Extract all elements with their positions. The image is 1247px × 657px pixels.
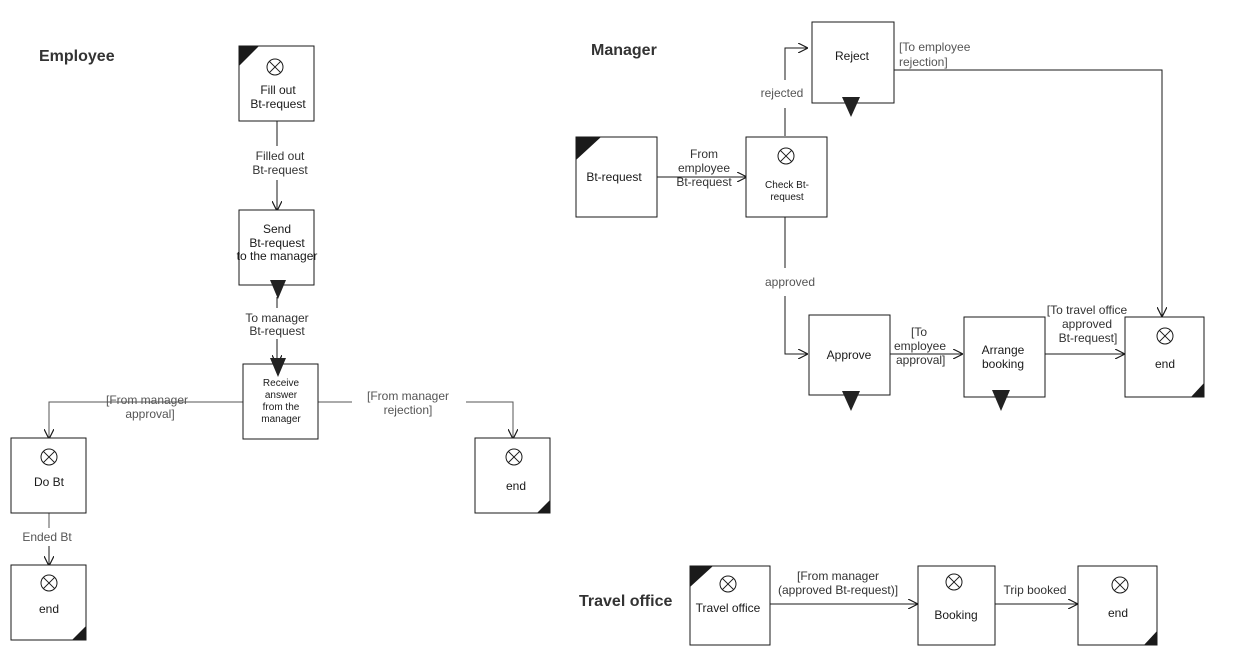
lane-title-employee: Employee (39, 48, 115, 65)
edge-label-to-travel-office: [To travel office approved Bt-request] (1047, 303, 1128, 345)
xor-icon (40, 448, 58, 466)
node-label: answer (265, 390, 298, 401)
lane-title-manager: Manager (591, 42, 657, 59)
edge-label-from-manager-approval: [From manager approval] (106, 393, 188, 421)
edge-label-text: approval] (896, 353, 945, 367)
employee-connectors (49, 121, 513, 565)
edge-label-text: Bt-request (249, 324, 305, 338)
lane-title-travel-office: Travel office (579, 593, 672, 610)
node-label: Do Bt (34, 475, 65, 489)
edge-label-text: [To employee (899, 40, 971, 54)
edge-label-from-manager-rejection: [From manager rejection] (367, 389, 449, 417)
node-manager-end[interactable]: end (1124, 316, 1205, 398)
edge-label-text: Trip booked (1004, 583, 1067, 597)
node-label: Bt-request (249, 236, 305, 250)
node-label: Fill out (260, 83, 296, 97)
send-event-icon (842, 97, 860, 117)
send-event-icon (842, 391, 860, 411)
node-label: from the (263, 402, 300, 413)
edge-label-text: [To travel office (1047, 303, 1128, 317)
node-label: Booking (934, 608, 977, 622)
edge-label-from-employee: From employee Bt-request (676, 147, 732, 189)
node-label: Approve (827, 348, 872, 362)
send-event-icon (270, 280, 286, 299)
node-label: Receive (263, 378, 300, 389)
edge-label-text: Bt-request (252, 163, 308, 177)
node-label: manager (261, 414, 301, 425)
edge-label-text: approval] (125, 407, 174, 421)
edge-label-text: rejection] (384, 403, 433, 417)
edge-label-from-manager-approved: [From manager (approved Bt-request)] (778, 569, 898, 597)
xor-icon (945, 573, 963, 591)
node-employee-end-right[interactable]: end (474, 437, 551, 514)
node-label: request (770, 192, 804, 203)
node-label: end (1108, 606, 1128, 620)
node-label: Send (263, 222, 291, 236)
edge-label-approved: approved (765, 275, 815, 289)
edge-label-text: [From manager (797, 569, 879, 583)
send-event-icon (992, 390, 1010, 411)
node-receive-answer[interactable]: Receive answer from the manager (242, 358, 319, 440)
edge-label-text: [From manager (367, 389, 449, 403)
node-approve[interactable]: Approve (808, 314, 891, 411)
receive-event-icon (270, 358, 286, 377)
node-label: Bt-request (250, 97, 306, 111)
node-label: Bt-request (586, 170, 642, 184)
xor-icon (719, 575, 737, 593)
edge-label-text: Bt-request (676, 175, 732, 189)
edge-label-text: employee (678, 161, 730, 175)
edge-label-text: [From manager (106, 393, 188, 407)
xor-icon (777, 147, 795, 165)
node-label: Arrange (982, 343, 1025, 357)
edge-label-to-employee-approval: [To employee approval] (894, 325, 946, 367)
node-employee-end-left[interactable]: end (10, 564, 87, 641)
node-manager-bt-request[interactable]: Bt-request (575, 136, 658, 218)
edge-label-text: Bt-request] (1059, 331, 1118, 345)
xor-icon (1111, 576, 1129, 594)
edge-label-text: Ended Bt (22, 530, 72, 544)
node-reject[interactable]: Reject (811, 21, 895, 117)
node-travel-office-end[interactable]: end (1077, 565, 1158, 646)
node-travel-office[interactable]: Travel office (689, 565, 771, 646)
edge-label-text: rejected (761, 86, 804, 100)
edge-label-ended-bt: Ended Bt (22, 530, 72, 544)
manager-connectors (657, 48, 1162, 354)
edge-label-text: (approved Bt-request)] (778, 583, 898, 597)
xor-icon (40, 574, 58, 592)
node-send[interactable]: Send Bt-request to the manager (237, 209, 318, 299)
edge-label-to-manager: To manager Bt-request (245, 311, 308, 338)
edge-label-text: To manager (245, 311, 308, 325)
node-label: booking (982, 357, 1024, 371)
node-label: Check Bt- (765, 180, 809, 191)
xor-icon (1156, 327, 1174, 345)
edge-label-text: From (690, 147, 718, 161)
node-label: end (1155, 357, 1175, 371)
node-fill-out[interactable]: Fill out Bt-request (238, 45, 315, 122)
edge-label-trip-booked: Trip booked (1004, 583, 1067, 597)
node-label: end (39, 602, 59, 616)
edge-label-to-employee-rejection: [To employee rejection] (899, 40, 971, 69)
xor-icon (505, 448, 523, 466)
edge-label-rejected: rejected (761, 86, 804, 100)
edge-label-text: rejection] (899, 55, 948, 69)
edge-label-filled-out: Filled out Bt-request (252, 149, 308, 177)
node-check-bt-request[interactable]: Check Bt- request (745, 136, 828, 218)
edge-label-text: [To (911, 325, 927, 339)
edge-label-text: Filled out (256, 149, 305, 163)
edge-label-text: approved (765, 275, 815, 289)
edge-label-text: employee (894, 339, 946, 353)
node-label: end (506, 479, 526, 493)
xor-icon (266, 58, 284, 76)
edge-label-text: approved (1062, 317, 1112, 331)
node-label: to the manager (237, 249, 318, 263)
node-label: Reject (835, 49, 870, 63)
node-do-bt[interactable]: Do Bt (10, 437, 87, 514)
node-label: Travel office (696, 601, 761, 615)
node-booking[interactable]: Booking (917, 565, 996, 646)
node-arrange-booking[interactable]: Arrange booking (963, 316, 1046, 411)
